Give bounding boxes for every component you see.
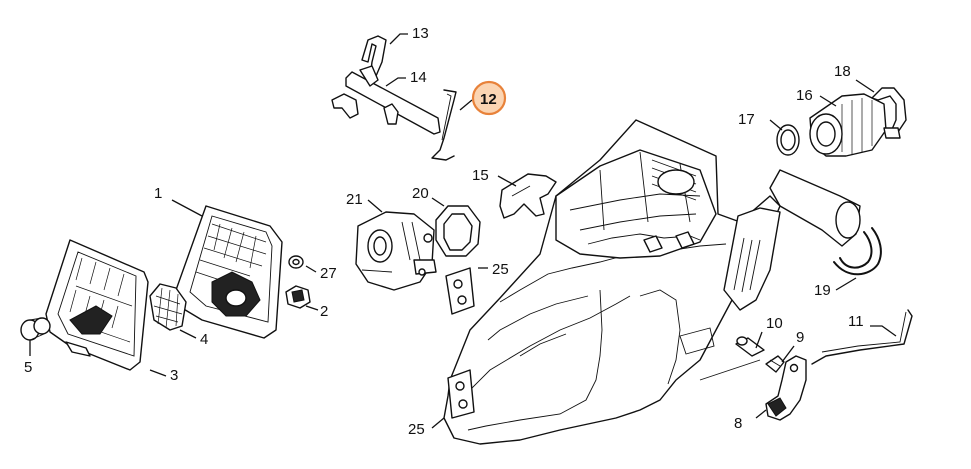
label-10[interactable]: 10 [766, 315, 783, 332]
part-1-filter-housing[interactable] [175, 205, 283, 339]
label-4[interactable]: 4 [200, 331, 208, 348]
label-15[interactable]: 15 [472, 167, 489, 184]
part-2-nut[interactable] [285, 285, 311, 309]
label-19[interactable]: 19 [814, 282, 831, 299]
label-20[interactable]: 20 [412, 185, 429, 202]
label-5[interactable]: 5 [24, 359, 32, 376]
part-25-plate-upper[interactable] [445, 267, 475, 315]
part-12-wire-rod[interactable] [431, 89, 457, 161]
part-4-filter-element[interactable] [149, 283, 187, 331]
part-11-throttle-rod[interactable] [699, 309, 913, 381]
label-25-upper[interactable]: 25 [492, 261, 509, 278]
label-8[interactable]: 8 [734, 415, 742, 432]
part-18-clamp[interactable] [871, 87, 907, 139]
leader-lines [29, 33, 897, 429]
part-21-carburetor[interactable] [355, 211, 437, 291]
label-2[interactable]: 2 [320, 303, 328, 320]
part-16-manifold[interactable] [809, 93, 887, 157]
part-20-gasket[interactable] [435, 205, 481, 257]
label-12[interactable]: 12 [480, 91, 497, 108]
label-17[interactable]: 17 [738, 111, 755, 128]
part-10-pin[interactable] [735, 336, 765, 357]
label-14[interactable]: 14 [410, 69, 427, 86]
part-3-filter-cover[interactable] [45, 239, 149, 371]
label-1[interactable]: 1 [154, 185, 162, 202]
part-25-plate-lower[interactable] [447, 369, 475, 419]
label-9[interactable]: 9 [796, 329, 804, 346]
highlight-circle-12 [471, 80, 507, 116]
part-14-throttle-rod[interactable] [331, 65, 441, 135]
label-16[interactable]: 16 [796, 87, 813, 104]
label-27[interactable]: 27 [320, 265, 337, 282]
label-21[interactable]: 21 [346, 191, 363, 208]
part-27-nut[interactable] [288, 255, 304, 269]
label-25-lower[interactable]: 25 [408, 421, 425, 438]
label-18[interactable]: 18 [834, 63, 851, 80]
label-13[interactable]: 13 [412, 25, 429, 42]
label-3[interactable]: 3 [170, 367, 178, 384]
part-19-hose[interactable] [833, 227, 882, 276]
part-9-spring[interactable] [765, 355, 785, 373]
part-17-ring[interactable] [776, 124, 800, 156]
part-15-cover[interactable] [499, 173, 557, 219]
part-labels: 13 14 12 15 16 17 18 19 20 21 25 25 27 2… [24, 25, 864, 438]
main-housing[interactable] [443, 119, 861, 445]
part-8-throttle-trigger[interactable] [765, 355, 807, 421]
part-5-knob[interactable] [20, 317, 51, 341]
label-11[interactable]: 11 [848, 313, 864, 330]
